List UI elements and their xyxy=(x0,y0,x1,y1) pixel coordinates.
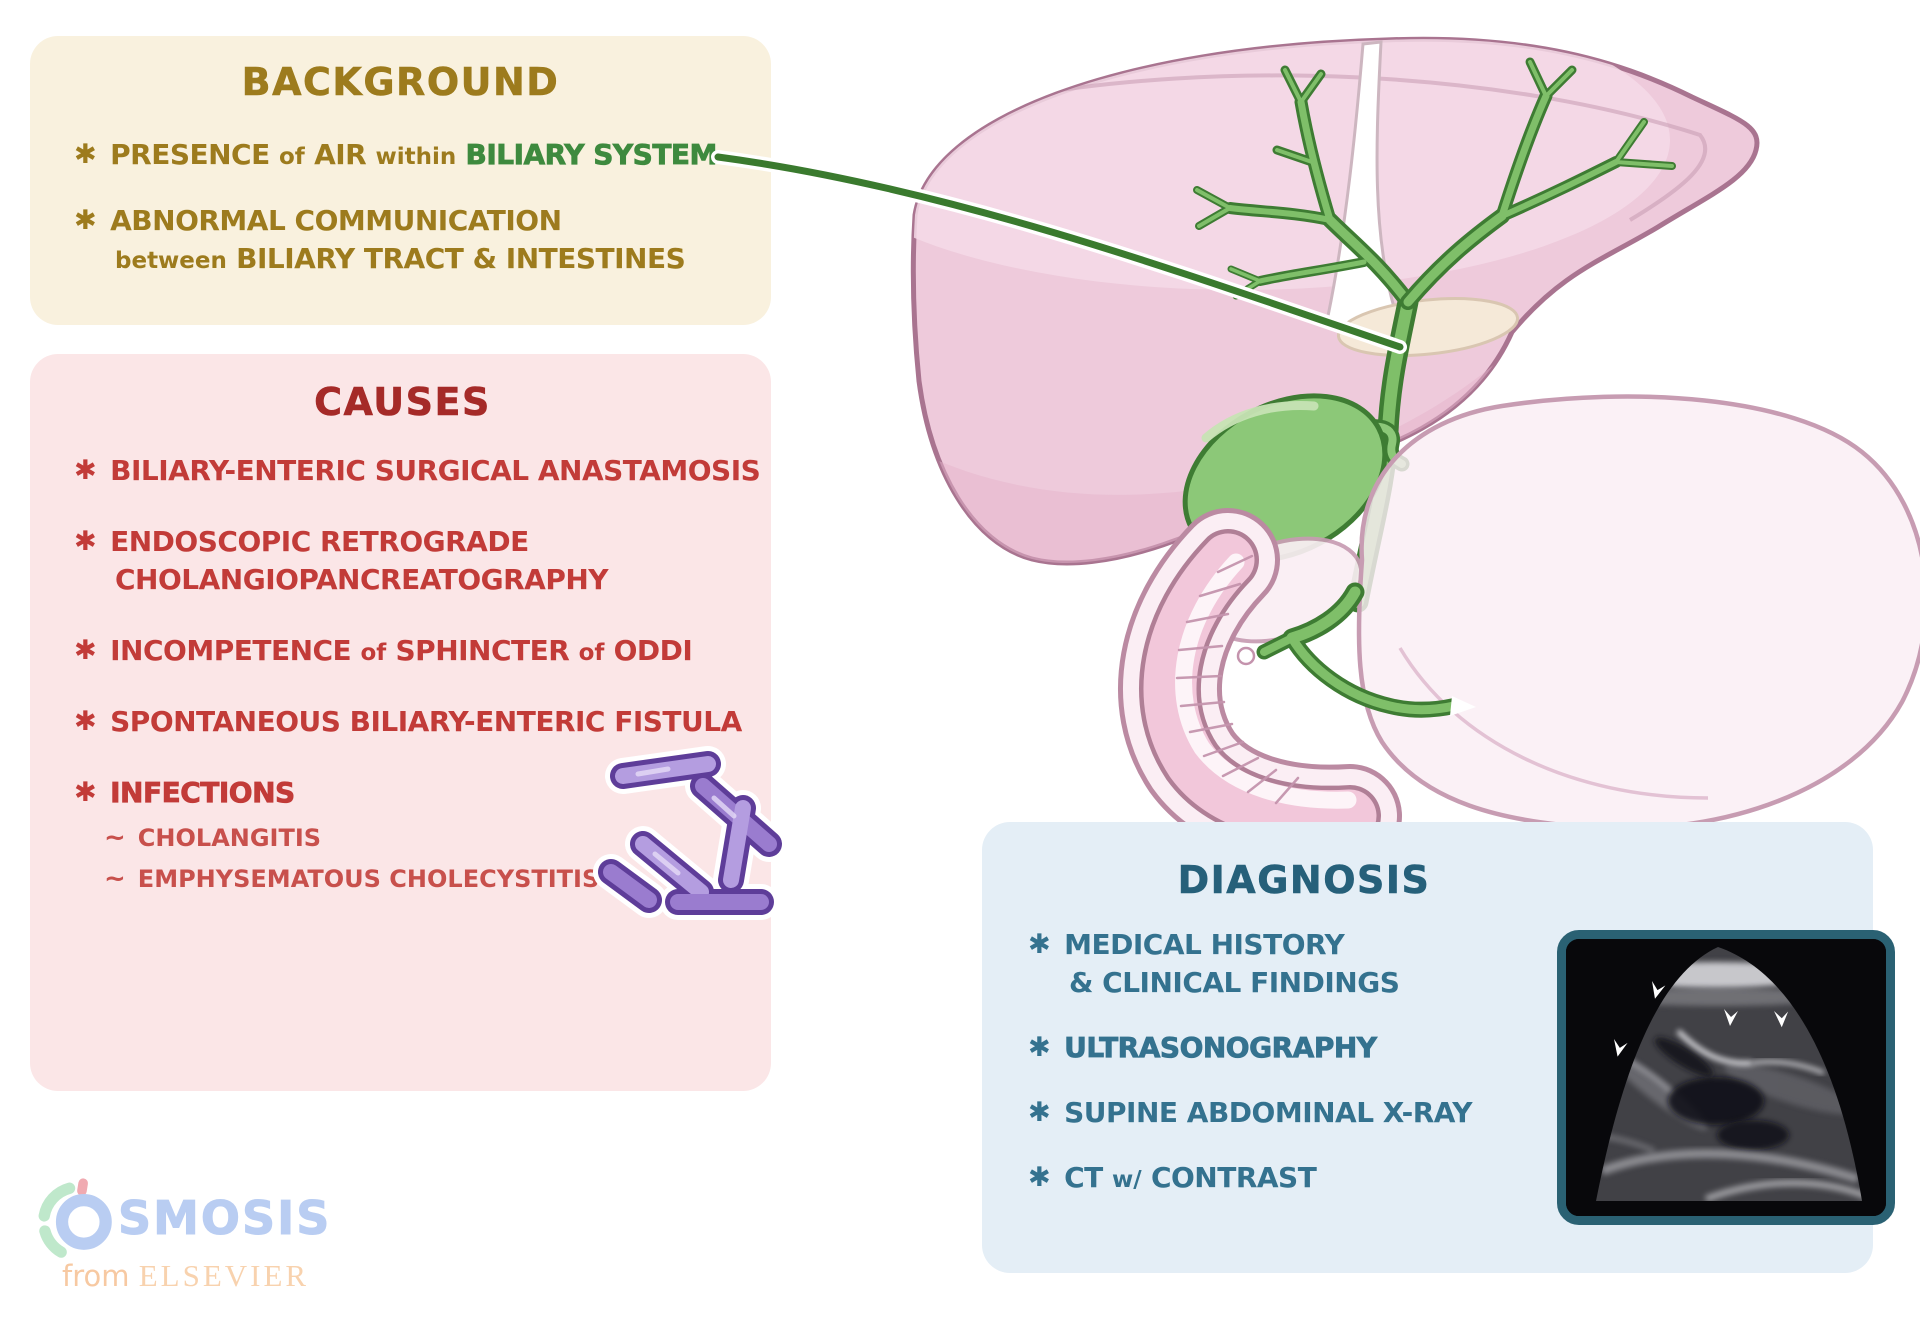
asterisk-bullet: ✱ xyxy=(74,526,97,558)
asterisk-bullet: ✱ xyxy=(1028,929,1051,960)
elsevier-tagline: from ELSEVIER xyxy=(62,1258,368,1294)
diagnosis-panel: DIAGNOSIS ✱ MEDICAL HISTORY & CLINICAL FI… xyxy=(982,822,1895,1273)
ultrasound-scan xyxy=(1566,939,1886,1216)
ultrasound-image xyxy=(1557,930,1895,1225)
background-item-abnormal-communication: ✱ ABNORMAL COMMUNICATION between BILIARY … xyxy=(74,202,727,278)
asterisk-bullet: ✱ xyxy=(74,777,97,809)
asterisk-bullet: ✱ xyxy=(74,455,97,486)
text-incompetence: INCOMPETENCE xyxy=(110,633,352,667)
text-ercp-line1: ENDOSCOPIC RETROGRADE xyxy=(110,525,529,559)
duodenum xyxy=(1118,508,1402,869)
asterisk-bullet: ✱ xyxy=(74,706,97,738)
causes-item-ercp: ✱ ENDOSCOPIC RETROGRADE CHOLANGIOPANCREAT… xyxy=(74,523,731,599)
background-panel: BACKGROUND ✱ PRESENCE of AIR within BILIA… xyxy=(30,36,771,325)
text-medical-history: MEDICAL HISTORY xyxy=(1064,928,1345,961)
diagnosis-item-medical-history: ✱ MEDICAL HISTORY & CLINICAL FINDINGS xyxy=(1028,926,1873,1002)
diagnosis-title: DIAGNOSIS xyxy=(1177,858,1431,903)
osmosis-logo: SMOSIS from ELSEVIER xyxy=(28,1176,368,1294)
text-fistula: SPONTANEOUS BILIARY-ENTERIC FISTULA xyxy=(110,705,742,739)
asterisk-bullet: ✱ xyxy=(1028,1096,1051,1128)
text-from: from xyxy=(62,1259,130,1293)
us-arrowhead-icon xyxy=(1614,981,1789,1057)
causes-item-anastamosis: ✱ BILIARY-ENTERIC SURGICAL ANASTAMOSIS xyxy=(74,452,761,490)
text-ct: CT xyxy=(1064,1161,1103,1195)
text-air: AIR xyxy=(314,138,367,171)
text-between: between xyxy=(115,248,227,275)
text-anastamosis: BILIARY-ENTERIC SURGICAL ANASTAMOSIS xyxy=(110,454,761,487)
asterisk-bullet: ✱ xyxy=(74,634,97,666)
asterisk-bullet: ✱ xyxy=(74,139,97,170)
diagnosis-item-ultrasonography: ✱ ULTRASONOGRAPHY xyxy=(1028,1029,1873,1067)
text-biliary-system: BILIARY SYSTEM xyxy=(465,138,718,172)
causes-subitem-cholangitis: ~ CHOLANGITIS xyxy=(74,818,731,858)
tilde-bullet: ~ xyxy=(104,863,126,894)
biliary-system-callout-line xyxy=(711,150,1407,354)
bacteria-highlights xyxy=(635,766,737,876)
text-elsevier: ELSEVIER xyxy=(138,1258,310,1293)
text-of: of xyxy=(279,144,305,170)
text-of: of xyxy=(578,639,605,666)
diagnosis-item-supine-xray: ✱ SUPINE ABDOMINAL X-RAY xyxy=(1028,1094,1873,1132)
text-oddi: ODDI xyxy=(613,633,693,667)
causes-panel: CAUSES ✱ BILIARY-ENTERIC SURGICAL ANASTAM… xyxy=(30,354,771,1091)
causes-title: CAUSES xyxy=(314,380,491,425)
text-ercp-line2: CHOLANGIOPANCREATOGRAPHY xyxy=(115,563,609,597)
text-contrast: CONTRAST xyxy=(1150,1161,1317,1195)
osmosis-logo-mark-icon xyxy=(38,1178,112,1258)
duodenal-folds xyxy=(1175,554,1300,805)
causes-subitem-emphysematous-cholecystitis: ~ EMPHYSEMATOUS CHOLECYSTITIS xyxy=(74,859,731,899)
background-title: BACKGROUND xyxy=(241,60,560,105)
text-w-slash: w/ xyxy=(1112,1167,1142,1194)
distal-bile-duct xyxy=(1256,582,1476,718)
text-sphincter: SPHINCTER xyxy=(395,633,570,667)
tilde-bullet: ~ xyxy=(104,823,126,854)
asterisk-bullet: ✱ xyxy=(1028,1162,1051,1194)
biliary-anatomy-illustration xyxy=(711,36,1920,869)
diagnosis-item-ct-contrast: ✱ CT w/ CONTRAST xyxy=(1028,1159,1873,1197)
causes-item-infections: ✱ INFECTIONS xyxy=(74,774,731,812)
text-within: within xyxy=(375,144,457,170)
text-emphysematous-cholecystitis: EMPHYSEMATOUS CHOLECYSTITIS xyxy=(137,864,600,893)
osmosis-wordmark: SMOSIS xyxy=(117,1191,332,1246)
bacteria-illustration xyxy=(593,746,787,920)
text-clinical-findings: & CLINICAL FINDINGS xyxy=(1069,966,1400,1000)
background-item-presence-of-air: ✱ PRESENCE of AIR within BILIARY SYSTEM xyxy=(74,136,727,174)
text-presence: PRESENCE xyxy=(110,138,270,171)
causes-item-sphincter-of-oddi: ✱ INCOMPETENCE of SPHINCTER of ODDI xyxy=(74,632,731,670)
text-ultrasonography: ULTRASONOGRAPHY xyxy=(1064,1030,1378,1064)
asterisk-bullet: ✱ xyxy=(74,205,97,237)
text-biliary-tract-intestines: BILIARY TRACT & INTESTINES xyxy=(236,242,686,276)
text-infections: INFECTIONS xyxy=(110,776,296,810)
text-cholangitis: CHOLANGITIS xyxy=(137,824,322,853)
text-abnormal-communication: ABNORMAL COMMUNICATION xyxy=(110,204,562,238)
text-of: of xyxy=(360,639,387,666)
text-supine-abdominal-xray: SUPINE ABDOMINAL X-RAY xyxy=(1064,1095,1473,1129)
asterisk-bullet: ✱ xyxy=(1028,1031,1051,1063)
causes-item-fistula: ✱ SPONTANEOUS BILIARY-ENTERIC FISTULA xyxy=(74,703,742,741)
